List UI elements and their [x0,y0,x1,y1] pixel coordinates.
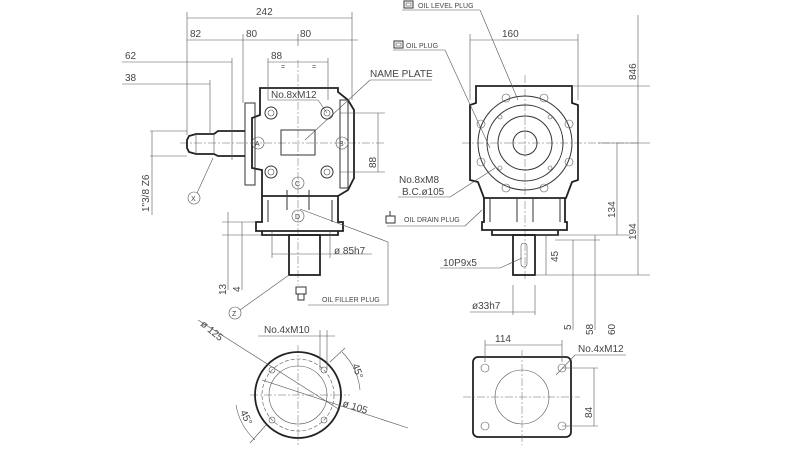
shaft-diameter: ø33h7 [472,301,501,312]
dim-88-horizontal: 88 [271,51,283,62]
bolt-pattern-m10: No.4xM10 [264,325,310,336]
dim-114: 114 [495,334,511,345]
dim-60: 60 [607,323,618,335]
pilot-diameter: ø 85h7 [334,246,366,257]
keyway-spec: 10P9x5 [443,258,477,269]
dim-4: 4 [232,286,243,292]
oil-drain-plug-icon [385,211,396,224]
dim-13: 13 [218,283,229,295]
round-flange-view: ø 125 No.4xM10 45° 45° ø 105 [197,319,409,445]
angle-45-top: 45° [349,362,365,380]
dim-5: 5 [563,324,574,330]
svg-text:Z: Z [232,311,237,318]
oil-filler-plug-icon [295,286,307,301]
dim-80-left: 80 [246,29,258,40]
oil-plug-label: OIL PLUG [406,43,438,50]
dim-38: 38 [125,73,137,84]
svg-text:A: A [255,141,260,148]
output-shaft [288,234,321,276]
bolt-holes [264,106,334,179]
front-view: 242 82 80 80 62 38 88 = = 88 No.8xM12 NA… [122,7,433,320]
dim-62: 62 [125,51,137,62]
oil-level-plug-label: OIL LEVEL PLUG [418,3,474,10]
marker-a: A [251,136,265,150]
angle-45-bottom: 45° [237,409,253,427]
bolt-pattern-m12-square: No.4xM12 [578,344,624,355]
dim-58: 58 [585,323,596,335]
outer-diameter-125: ø 125 [198,319,225,344]
side-view: OIL LEVEL PLUG OIL PLUG OIL DRAIN PLUG 1… [385,0,650,335]
marker-b: B [335,136,349,150]
square-flange-view: 114 No.4xM12 84 [463,334,626,445]
dim-160: 160 [502,29,519,40]
oil-plug-icon [393,40,404,49]
dim-88-vertical: 88 [368,156,379,168]
dim-82: 82 [190,29,202,40]
keyway [520,242,528,268]
bolt-pattern-m12: No.8xM12 [271,90,317,101]
marker-x: X [187,191,201,205]
dim-84: 84 [584,406,595,418]
side-output-shaft [512,234,536,276]
svg-text:B: B [339,141,344,148]
svg-text:X: X [191,196,196,203]
input-shaft [186,130,245,157]
name-plate-area [280,129,316,156]
input-shaft-spec: 1"3/8 Z6 [141,174,152,212]
oil-level-plug-icon [403,0,414,9]
bolt-circle-105-flange: ø 105 [341,398,369,416]
bolt-pattern-m8: No.8xM8 [399,175,439,186]
name-plate-label: NAME PLATE [370,69,433,80]
gearbox-body [251,87,355,197]
svg-text:C: C [295,181,300,188]
oil-drain-plug-label: OIL DRAIN PLUG [404,217,460,224]
equal-mark: = [281,64,285,71]
dim-45: 45 [550,250,561,262]
svg-text:D: D [295,214,300,221]
dim-80-right: 80 [300,29,312,40]
equal-mark: = [312,64,316,71]
bolt-circle-105: B.C.ø105 [402,187,445,198]
dim-134: 134 [607,201,618,218]
marker-c: C [291,176,305,190]
dim-846: 846 [628,63,639,80]
marker-z: Z [228,306,242,320]
dim-242: 242 [256,7,273,18]
dim-194: 194 [628,223,639,240]
oil-filler-plug-label: OIL FILLER PLUG [322,297,380,304]
marker-d: D [291,209,305,223]
side-bolt-holes [476,93,574,193]
